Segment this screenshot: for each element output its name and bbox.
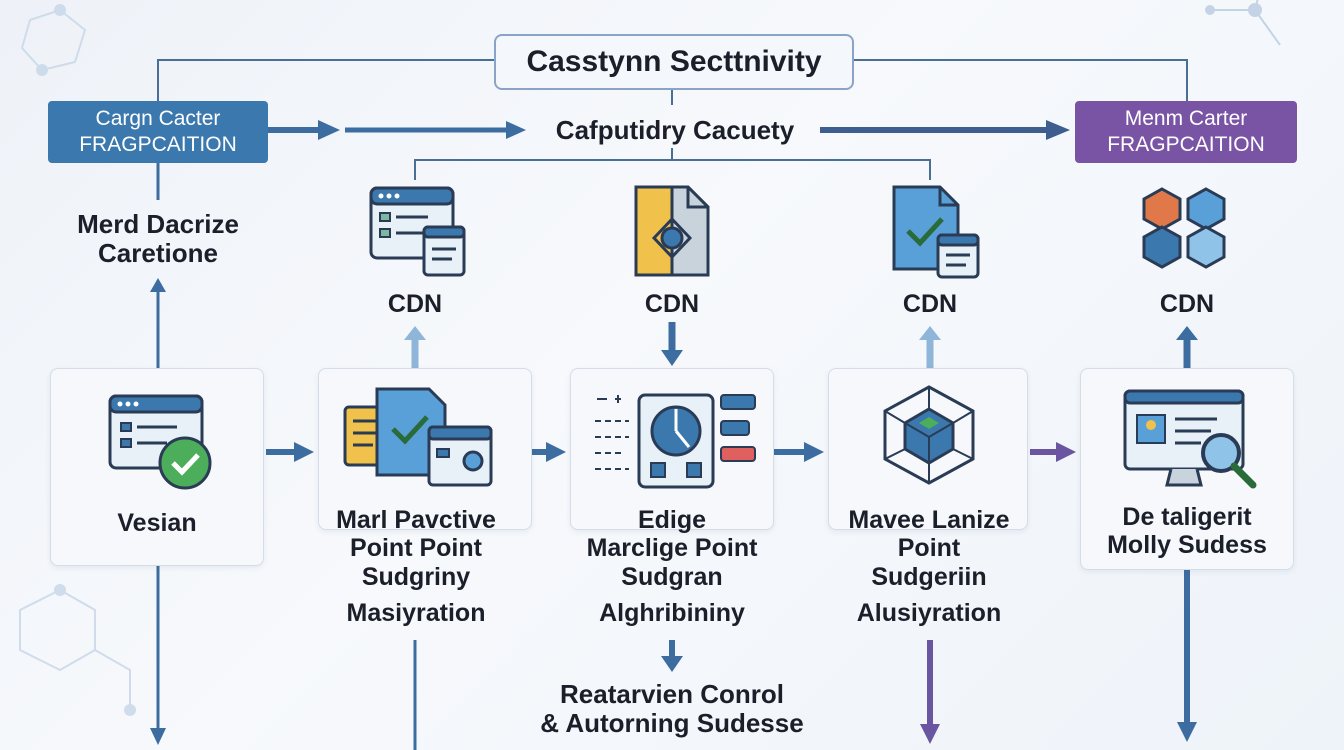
- hex-blocks-icon: [1140, 183, 1232, 278]
- node-5-text: De taligerit Molly Sudess: [1081, 503, 1293, 560]
- node-4-line1: Mavee Lanize: [848, 506, 1010, 534]
- node-4-line2: Point: [897, 534, 961, 563]
- bottom-label-line2: & Autorning Sudesse: [540, 708, 804, 739]
- diagram-title-text: Casstynn Secttnivity: [526, 45, 822, 78]
- molecule-decoration-bottom-left: [19, 584, 136, 716]
- bottom-label: Reatarvien Conrol & Autorning Sudesse: [520, 679, 824, 739]
- node-card-4: [828, 368, 1028, 530]
- node-4-footer: Alusiyration: [856, 598, 1002, 627]
- diagram-title: Casstynn Secttnivity: [494, 34, 854, 90]
- node-card-2: [318, 368, 532, 530]
- left-header-line2: FRAGPCAITION: [79, 133, 237, 156]
- arrow-down-cdn-2: [661, 350, 683, 366]
- document-diamond-icon: [632, 183, 712, 284]
- center-label: Cafputidry Cacuety: [555, 115, 795, 145]
- molecule-decoration-top-right: [1205, 0, 1281, 46]
- cdn-label-4: CDN: [1159, 290, 1215, 318]
- left-header-line1: Cargn Cacter: [95, 106, 221, 130]
- cdn-label-3: CDN: [902, 290, 958, 318]
- arrow-up-cdn-3: [919, 326, 941, 340]
- node-2-line2: Point Point: [350, 534, 482, 563]
- arrow-up-cdn-4: [1176, 326, 1198, 340]
- documents-icon: [341, 385, 495, 494]
- left-side-label: Merd Dacrize Caretione: [48, 209, 268, 269]
- node-5-line1: De taligerit: [1122, 503, 1252, 531]
- arrow-card-3-4: [804, 442, 824, 462]
- left-side-label-line2: Caretione: [98, 238, 218, 269]
- file-check-icon: [890, 183, 982, 286]
- cdn-label-1: CDN: [387, 290, 443, 318]
- node-3-line1: Edige: [637, 506, 707, 534]
- left-side-label-line1: Merd Dacrize: [77, 209, 239, 239]
- right-header-box: Menm Carter FRAGPCAITION: [1075, 101, 1297, 163]
- node-card-1: Vesian: [50, 368, 264, 566]
- node-2-line1: Marl Pavctive: [336, 506, 496, 534]
- node-2-line3: Sudgriny: [361, 562, 471, 591]
- node-2-footer: Masiyration: [346, 598, 486, 627]
- node-4-line3: Sudgeriin: [871, 562, 987, 591]
- monitor-search-icon: [1121, 387, 1261, 502]
- cube-icon: [879, 383, 979, 492]
- left-header-box: Cargn Cacter FRAGPCAITION: [48, 101, 268, 163]
- right-header-line2: FRAGPCAITION: [1107, 133, 1265, 156]
- cdn-label-2: CDN: [644, 290, 700, 318]
- node-3-line2: Marclige Point: [586, 534, 758, 563]
- arrow-card-2-3: [546, 442, 566, 462]
- node-4-text: Mavee Lanize Point Sudgeriin Alusiyratio…: [820, 506, 1038, 627]
- arrow-up-cdn-1: [404, 326, 426, 340]
- arrow-down-bottom: [661, 656, 683, 672]
- bottom-label-line1: Reatarvien Conrol: [560, 679, 784, 709]
- node-3-footer: Alghribininy: [599, 598, 745, 627]
- node-1-title: Vesian: [117, 509, 197, 537]
- browser-forms-icon: [368, 185, 468, 285]
- node-5-line2: Molly Sudess: [1107, 531, 1267, 560]
- dashboard-icon: [589, 389, 759, 498]
- node-card-5: De taligerit Molly Sudess: [1080, 368, 1294, 570]
- node-2-text: Marl Pavctive Point Point Sudgriny Masiy…: [318, 506, 514, 627]
- arrow-card-1-2: [294, 442, 314, 462]
- molecule-decoration-top-left: [20, 4, 87, 76]
- arrow-head: [318, 120, 340, 140]
- arrow-card-4-5: [1056, 442, 1076, 462]
- node-3-text: Edige Marclige Point Sudgran Alghribinin…: [562, 506, 782, 627]
- node-card-3: [570, 368, 774, 530]
- node-3-line3: Sudgran: [621, 562, 723, 591]
- browser-check-icon: [107, 393, 217, 498]
- right-header-line1: Menm Carter: [1124, 106, 1248, 130]
